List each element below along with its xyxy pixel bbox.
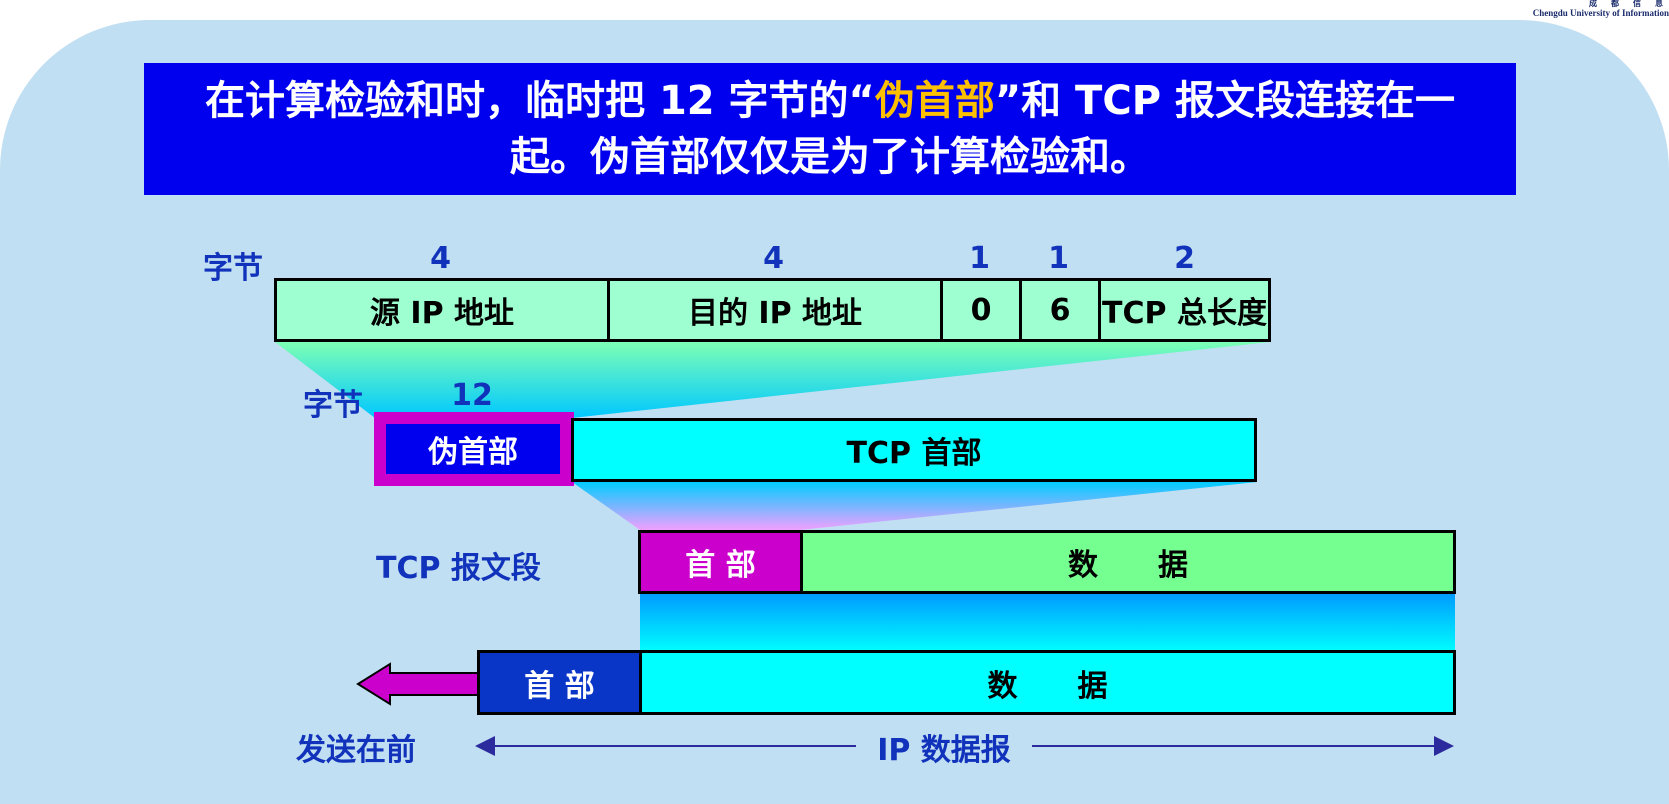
field-zero: 0 — [940, 278, 1022, 342]
projection-tcp-to-segment — [572, 482, 1257, 530]
logo-text: Chengdu University of Information — [1532, 8, 1669, 18]
field-dst-ip: 目的 IP 地址 — [607, 278, 943, 342]
banner-line2: 起。伪首部仅仅是为了计算检验和。 — [510, 134, 1150, 180]
field-protocol: 6 — [1019, 278, 1101, 342]
field-src-ip: 源 IP 地址 — [274, 278, 610, 342]
bytes-label-1: 字节 — [203, 251, 263, 286]
field-bytes-protocol: 1 — [1048, 241, 1069, 276]
segment-header-box: 首 部 — [638, 530, 803, 594]
banner-line1: 在计算检验和时，临时把 12 字节的“伪首部”和 TCP 报文段连接在一 — [144, 73, 1516, 129]
projection-segment-to-datagram — [640, 592, 1455, 652]
tcp-header-box: TCP 首部 — [571, 418, 1257, 482]
datagram-data-box: 数 据 — [639, 650, 1456, 715]
ip-datagram-label: IP 数据报 — [856, 720, 1032, 774]
pseudo-header-box: 伪首部 — [386, 424, 560, 474]
field-bytes-tcp-length: 2 — [1174, 241, 1195, 276]
datagram-header-box: 首 部 — [477, 650, 642, 715]
field-bytes-src-ip: 4 — [430, 241, 451, 276]
field-tcp-length: TCP 总长度 — [1098, 278, 1271, 342]
segment-data-box: 数 据 — [800, 530, 1456, 594]
bytes-label-2: 字节 — [303, 388, 363, 423]
logo-marks: 成 都 信 息 — [1589, 0, 1669, 8]
banner-line1-post: ”和 TCP 报文段连接在一 — [994, 78, 1455, 124]
banner: 在计算检验和时，临时把 12 字节的“伪首部”和 TCP 报文段连接在一 起。伪… — [144, 63, 1516, 195]
banner-line1-pre: 在计算检验和时，临时把 12 字节的“ — [205, 78, 875, 124]
send-direction-arrow — [356, 662, 480, 706]
send-first-label: 发送在前 — [296, 733, 416, 768]
tcp-segment-label: TCP 报文段 — [376, 551, 541, 586]
university-logo: 成 都 信 息 Chengdu University of Informatio… — [1509, 0, 1669, 20]
pseudo-bytes: 12 — [451, 378, 493, 413]
field-bytes-zero: 1 — [969, 241, 990, 276]
field-bytes-dst-ip: 4 — [763, 241, 784, 276]
banner-highlight: 伪首部 — [874, 78, 995, 124]
projection-pseudo-to-row — [275, 342, 1270, 418]
